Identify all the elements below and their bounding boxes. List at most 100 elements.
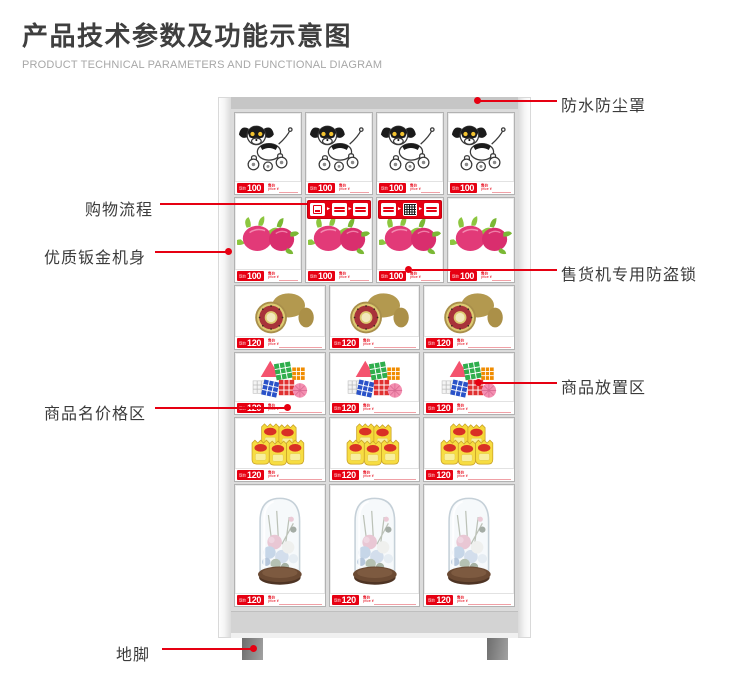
price-value: 120	[436, 595, 451, 605]
callout-label: 商品名价格区	[44, 406, 147, 423]
price-value: 100	[389, 183, 404, 193]
chips-image	[424, 418, 514, 468]
page-title: 产品技术参数及功能示意图	[22, 21, 353, 51]
chips-image	[330, 418, 420, 468]
banner-step-text	[381, 203, 397, 216]
arrow-icon: ►	[347, 206, 353, 212]
machine-bottom-edge	[231, 633, 518, 638]
price-value: 100	[460, 183, 475, 193]
flower-dome-image	[235, 485, 325, 593]
callout-line	[162, 648, 253, 650]
page-header: 产品技术参数及功能示意图 PRODUCT TECHNICAL PARAMETER…	[22, 16, 382, 71]
kiwi-image	[235, 286, 325, 336]
price-value: 120	[247, 470, 262, 480]
page-subtitle: PRODUCT TECHNICAL PARAMETERS AND FUNCTIO…	[22, 59, 383, 71]
qr-code-icon	[403, 203, 417, 216]
rubiks-cube-image	[424, 353, 514, 401]
callout-line	[482, 382, 557, 384]
price-value: 120	[436, 470, 451, 480]
machine-foot-right	[487, 638, 508, 660]
callout-label: 售货机专用防盗锁	[561, 267, 698, 284]
shopping-process-banner: ►►	[307, 200, 371, 219]
shopping-process-banner: ►►	[378, 200, 442, 219]
banner-step-text	[331, 203, 347, 216]
callout-dot	[474, 97, 481, 104]
robot-dog-image	[377, 113, 443, 181]
banner-step-text	[423, 203, 439, 216]
price-value: 100	[247, 183, 262, 193]
callout-line	[412, 269, 557, 271]
machine-right-column	[517, 97, 531, 638]
scan-icon	[310, 203, 325, 216]
rubiks-cube-image	[235, 353, 325, 401]
callout-dot	[284, 404, 291, 411]
callout-line	[155, 407, 288, 409]
callout-label: 优质钣金机身	[44, 250, 147, 267]
banner-step-text	[353, 203, 368, 216]
chips-image	[235, 418, 325, 468]
machine-base-panel	[231, 611, 518, 634]
price-value: 120	[247, 595, 262, 605]
flower-dome-image	[330, 485, 420, 593]
kiwi-image	[424, 286, 514, 336]
price-value: 120	[436, 403, 451, 413]
price-value: 120	[341, 595, 356, 605]
price-value: 100	[318, 271, 333, 281]
dragon-fruit-image	[448, 198, 514, 269]
